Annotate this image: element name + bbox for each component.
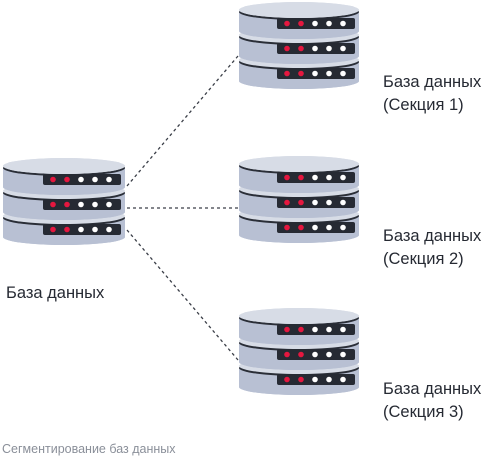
white-led-icon	[340, 326, 346, 333]
white-led-icon	[92, 201, 98, 208]
red-led-icon	[50, 176, 56, 183]
white-led-icon	[312, 70, 318, 77]
white-led-icon	[326, 326, 332, 333]
red-led-icon	[298, 20, 304, 27]
shard-1-database-stack	[239, 2, 359, 89]
white-led-icon	[326, 174, 332, 181]
red-led-icon	[284, 70, 290, 77]
status-panel	[277, 68, 355, 79]
red-led-icon	[298, 45, 304, 52]
red-led-icon	[298, 174, 304, 181]
white-led-icon	[312, 351, 318, 358]
shard-2-database-stack	[239, 156, 359, 243]
white-led-icon	[340, 20, 346, 27]
white-led-icon	[312, 376, 318, 383]
status-panel	[277, 324, 355, 335]
white-led-icon	[78, 176, 84, 183]
connector-to-shard-1	[126, 55, 239, 187]
status-panel	[43, 224, 121, 235]
red-led-icon	[284, 351, 290, 358]
shard-1-title: База данных	[383, 73, 482, 91]
white-led-icon	[312, 326, 318, 333]
white-led-icon	[340, 45, 346, 52]
white-led-icon	[312, 199, 318, 206]
white-led-icon	[340, 351, 346, 358]
white-led-icon	[326, 224, 332, 231]
shard-1-subtitle: (Секция 1)	[383, 96, 464, 114]
shard-1-label: База данных (Секция 1)	[383, 71, 481, 117]
red-led-icon	[298, 70, 304, 77]
red-led-icon	[284, 199, 290, 206]
source-database-label: База данных	[6, 284, 105, 302]
white-led-icon	[78, 226, 84, 233]
database-stacks	[3, 2, 359, 395]
connectors	[126, 55, 239, 361]
white-led-icon	[326, 20, 332, 27]
red-led-icon	[298, 224, 304, 231]
red-led-icon	[284, 224, 290, 231]
red-led-icon	[284, 174, 290, 181]
white-led-icon	[92, 176, 98, 183]
source-database-stack	[3, 158, 125, 245]
white-led-icon	[340, 376, 346, 383]
white-led-icon	[326, 351, 332, 358]
connector-to-shard-3	[126, 229, 239, 361]
white-led-icon	[340, 70, 346, 77]
white-led-icon	[326, 45, 332, 52]
shard-3-subtitle: (Секция 3)	[383, 403, 464, 421]
status-panel	[43, 174, 121, 185]
white-led-icon	[340, 174, 346, 181]
status-panel	[277, 374, 355, 385]
white-led-icon	[106, 226, 112, 233]
red-led-icon	[284, 45, 290, 52]
white-led-icon	[312, 174, 318, 181]
red-led-icon	[284, 376, 290, 383]
white-led-icon	[326, 376, 332, 383]
red-led-icon	[64, 226, 70, 233]
red-led-icon	[50, 201, 56, 208]
white-led-icon	[340, 199, 346, 206]
figure-caption: Сегментирование баз данных	[2, 442, 176, 456]
white-led-icon	[92, 226, 98, 233]
white-led-icon	[326, 199, 332, 206]
white-led-icon	[340, 224, 346, 231]
red-led-icon	[298, 326, 304, 333]
status-panel	[277, 222, 355, 233]
shard-3-label: База данных (Секция 3)	[383, 378, 481, 424]
red-led-icon	[298, 351, 304, 358]
white-led-icon	[78, 201, 84, 208]
white-led-icon	[312, 224, 318, 231]
shard-2-title: База данных	[383, 227, 482, 245]
red-led-icon	[284, 20, 290, 27]
status-panel	[277, 349, 355, 360]
shard-3-database-stack	[239, 308, 359, 395]
red-led-icon	[284, 326, 290, 333]
red-led-icon	[298, 199, 304, 206]
status-panel	[277, 197, 355, 208]
red-led-icon	[298, 376, 304, 383]
white-led-icon	[106, 176, 112, 183]
white-led-icon	[106, 201, 112, 208]
shard-3-title: База данных	[383, 380, 482, 398]
shard-2-label: База данных (Секция 2)	[383, 225, 481, 271]
white-led-icon	[312, 45, 318, 52]
white-led-icon	[326, 70, 332, 77]
status-panel	[43, 199, 121, 210]
status-panel	[277, 43, 355, 54]
status-panel	[277, 18, 355, 29]
shard-2-subtitle: (Секция 2)	[383, 250, 464, 268]
red-led-icon	[64, 176, 70, 183]
white-led-icon	[312, 20, 318, 27]
red-led-icon	[64, 201, 70, 208]
red-led-icon	[50, 226, 56, 233]
status-panel	[277, 172, 355, 183]
